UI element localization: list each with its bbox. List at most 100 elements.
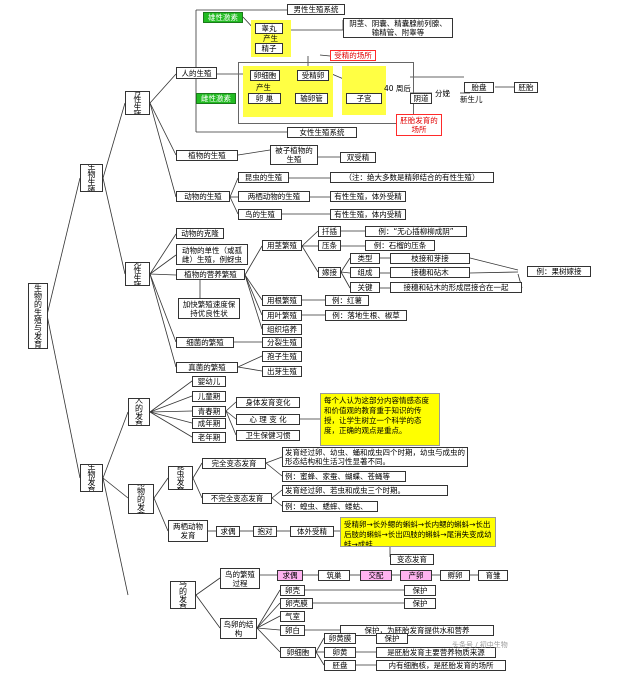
fission[interactable]: 分裂生殖 (262, 337, 302, 348)
amphibian-courtship[interactable]: 求偶 (216, 526, 240, 537)
air-chamber[interactable]: 气室 (280, 611, 305, 622)
tissue-culture[interactable]: 组织培养 (262, 324, 302, 335)
amphibian-note[interactable]: 有性生殖，体外受精 (330, 191, 406, 202)
yolk-note[interactable]: 是胚胎发育主要营养物质来源 (376, 647, 496, 658)
complete-examples[interactable]: 例：蜜蜂、家蚕、蝴蝶、苍蝇等 (282, 471, 406, 482)
layering[interactable]: 压条 (318, 240, 341, 251)
grafting-key-value[interactable]: 接穗和砧木的形成层接合在一起 (390, 282, 522, 293)
female-system[interactable]: 女性生殖系统 (287, 127, 357, 138)
complete-description[interactable]: 发育经过卵、幼虫、蛹和成虫四个时期，幼虫与成虫的形态结构和生活习性显著不同。 (282, 447, 468, 467)
bird-step-laying[interactable]: 产卵 (400, 570, 432, 581)
incomplete-metamorphosis[interactable]: 不完全变态发育 (202, 493, 272, 504)
oviduct[interactable]: 输卵管 (295, 93, 328, 104)
bird-reproduction[interactable]: 鸟的生殖 (238, 209, 282, 220)
amphibian-development[interactable]: 两栖动物发育 (168, 520, 208, 542)
egg-white-note[interactable]: 保护，为胚胎发育提供水和营养 (340, 625, 494, 636)
human-development[interactable]: 人的发育 (128, 398, 150, 426)
root-node[interactable]: 生物的生殖与发育 (28, 283, 48, 349)
vegetative-propagation[interactable]: 植物的营养繁殖 (176, 269, 245, 280)
asexual-node[interactable]: 无性生殖 (125, 262, 150, 286)
external-fertilization[interactable]: 体外受精 (290, 526, 334, 537)
animal-development[interactable]: 动物的发育 (128, 484, 154, 514)
infant[interactable]: 婴幼儿 (192, 376, 226, 387)
sexual-node[interactable]: 有性生殖 (125, 91, 150, 115)
egg-white[interactable]: 卵白 (280, 625, 305, 636)
development-node[interactable]: 生物发育 (80, 464, 103, 492)
bird-breeding-process[interactable]: 鸟的繁殖过程 (220, 568, 260, 589)
reproduction-node[interactable]: 生物生殖 (80, 164, 103, 192)
bird-step-rearing[interactable]: 育雏 (478, 570, 508, 581)
embryo[interactable]: 胚胎 (514, 82, 538, 93)
yolk[interactable]: 卵黄 (324, 647, 356, 658)
mental-changes[interactable]: 心 理 变 化 (236, 414, 300, 425)
human-reproduction[interactable]: 人的生殖 (176, 67, 217, 79)
cutting-example[interactable]: 例：“无心插柳柳成阴” (365, 226, 467, 237)
angiosperm-reproduction[interactable]: 被子植物的生殖 (270, 145, 318, 165)
layering-example[interactable]: 例：石榴的压条 (365, 240, 435, 251)
egg-cell-bird[interactable]: 卵细胞 (280, 647, 316, 658)
male-hormone[interactable]: 雄性激素 (203, 12, 243, 23)
female-hormone[interactable]: 雌性激素 (196, 93, 236, 104)
complete-metamorphosis[interactable]: 完全变态发育 (202, 458, 266, 469)
egg-cell[interactable]: 卵细胞 (250, 70, 280, 81)
root-propagation[interactable]: 用根繁殖 (262, 295, 302, 306)
amphibian-reproduction[interactable]: 两栖动物的生殖 (238, 191, 310, 202)
old-age[interactable]: 老年期 (192, 432, 226, 443)
bird-note[interactable]: 有性生殖，体内受精 (330, 209, 406, 220)
metamorphic-development[interactable]: 变态发育 (390, 554, 434, 565)
grafting[interactable]: 嫁接 (318, 267, 341, 278)
grafting-type-value[interactable]: 枝接和芽接 (390, 253, 470, 264)
placenta[interactable]: 胎盘 (464, 82, 494, 93)
leaf-example[interactable]: 例：落地生根、椒草 (325, 310, 407, 321)
yolk-membrane-note[interactable]: 保护 (376, 633, 408, 644)
male-system[interactable]: 男性生殖系统 (287, 4, 345, 15)
testis[interactable]: 睾丸 (255, 23, 283, 34)
fertilization-site[interactable]: 受精的场所 (330, 50, 376, 61)
bird-step-nesting[interactable]: 筑巢 (318, 570, 350, 581)
insect-reproduction[interactable]: 昆虫的生殖 (238, 172, 289, 183)
grafting-parts-value[interactable]: 接穗和砧木 (390, 267, 470, 278)
germinal-disc[interactable]: 胚盘 (324, 660, 356, 671)
animal-parthenogenesis[interactable]: 动物的单性（或孤雌）生殖，例蚜虫 (176, 244, 248, 265)
grafting-example[interactable]: 例：果树嫁接 (527, 266, 591, 277)
spore-reproduction[interactable]: 孢子生殖 (262, 351, 302, 362)
animal-clone[interactable]: 动物的克隆 (176, 228, 224, 239)
vagina[interactable]: 阴道 (410, 93, 432, 104)
animal-reproduction[interactable]: 动物的生殖 (176, 191, 230, 202)
sperm[interactable]: 精子 (255, 43, 283, 54)
amphibian-embrace[interactable]: 抱对 (253, 526, 277, 537)
bird-development[interactable]: 鸟的发育 (170, 581, 196, 609)
protect-membrane[interactable]: 保护 (404, 598, 436, 609)
grafting-key[interactable]: 关键 (350, 282, 380, 293)
body-changes[interactable]: 身体发育变化 (236, 397, 300, 408)
double-fertilization[interactable]: 双受精 (340, 152, 376, 163)
eggshell[interactable]: 卵壳 (280, 585, 305, 596)
protect-shell[interactable]: 保护 (404, 585, 436, 596)
uterus[interactable]: 子宫 (346, 93, 382, 104)
fertilized-egg[interactable]: 受精卵 (297, 70, 329, 81)
bird-step-incubation[interactable]: 孵卵 (440, 570, 470, 581)
grafting-parts[interactable]: 组成 (350, 267, 380, 278)
grafting-type[interactable]: 类型 (350, 253, 380, 264)
childhood[interactable]: 儿童期 (192, 391, 226, 402)
budding-reproduction[interactable]: 出芽生殖 (262, 366, 302, 377)
incomplete-examples[interactable]: 例：蝗虫、蟋蟀、蝼蛄、 (282, 501, 378, 512)
egg-structure[interactable]: 鸟卵的结构 (220, 618, 257, 639)
cutting[interactable]: 扦插 (318, 226, 341, 237)
bird-step-mating[interactable]: 交配 (360, 570, 392, 581)
bird-step-courtship[interactable]: 求偶 (277, 570, 303, 581)
development-site[interactable]: 胚胎发育的场所 (396, 114, 442, 136)
leaf-propagation[interactable]: 用叶繁殖 (262, 310, 302, 321)
germinal-disc-note[interactable]: 内有细胞核，是胚胎发育的场所 (376, 660, 506, 671)
ovary[interactable]: 卵 巢 (248, 93, 281, 104)
yolk-membrane[interactable]: 卵黄膜 (324, 633, 356, 644)
adulthood[interactable]: 成年期 (192, 418, 226, 429)
insect-note[interactable]: （注：绝大多数是精卵结合的有性生殖） (330, 172, 494, 183)
shell-membrane[interactable]: 卵壳膜 (280, 598, 313, 609)
stem-propagation[interactable]: 用茎繁殖 (262, 240, 302, 251)
male-organs[interactable]: 阴茎、阴囊、精囊腺前列腺、输精管、附睾等 (343, 18, 453, 38)
insect-development[interactable]: 昆虫发育 (168, 466, 193, 490)
puberty[interactable]: 青春期 (192, 406, 226, 417)
root-example[interactable]: 例：红薯 (325, 295, 369, 306)
incomplete-description[interactable]: 发育经过卵、若虫和成虫三个时期。 (282, 485, 448, 496)
